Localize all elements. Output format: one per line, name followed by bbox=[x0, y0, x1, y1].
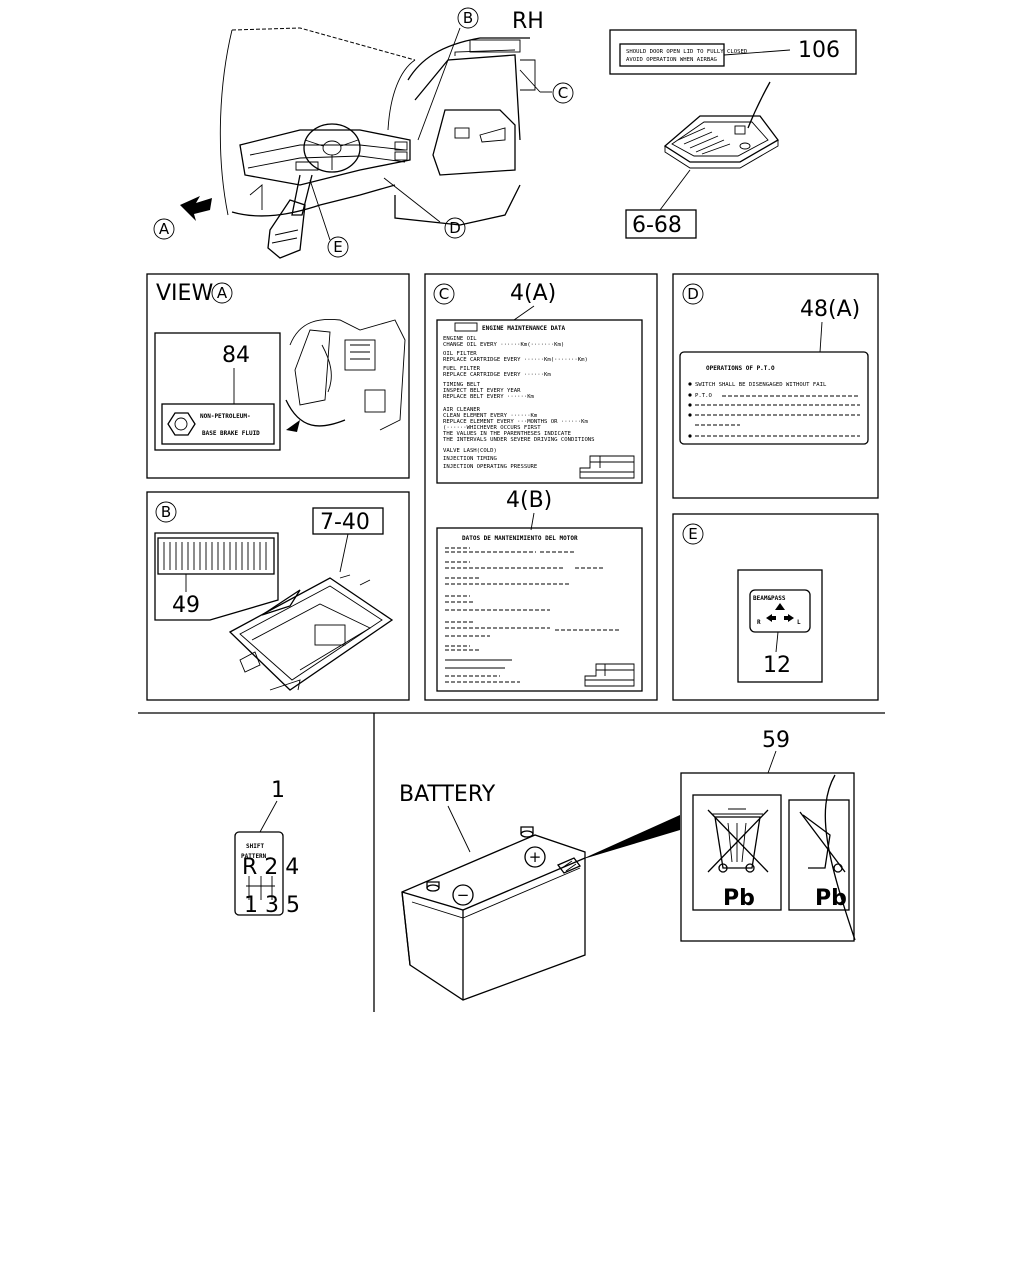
section-dividers bbox=[138, 712, 885, 1012]
label-4b-dashes bbox=[445, 547, 620, 683]
svg-text:R: R bbox=[757, 619, 761, 626]
panel-d: D 48(A) OPERATIONS OF P.T.O SWITCH SHALL… bbox=[672, 273, 879, 499]
panel-e: E BEAM&PASS R L 12 bbox=[672, 513, 879, 701]
svg-text:CLEAN ELEMENT EVERY ······Km: CLEAN ELEMENT EVERY ······Km bbox=[443, 413, 538, 419]
svg-text:ENGINE MAINTENANCE DATA: ENGINE MAINTENANCE DATA bbox=[482, 325, 565, 332]
svg-text:FUEL FILTER: FUEL FILTER bbox=[443, 366, 481, 372]
svg-text:B: B bbox=[463, 9, 473, 27]
svg-text:SWITCH SHALL BE DISENGAGED WIT: SWITCH SHALL BE DISENGAGED WITHOUT FAIL bbox=[695, 382, 827, 388]
svg-text:E: E bbox=[333, 238, 342, 256]
part-7-40-number: 7-40 bbox=[320, 510, 370, 535]
part-12-number: 12 bbox=[763, 653, 791, 678]
svg-text:OPERATIONS OF P.T.O: OPERATIONS OF P.T.O bbox=[706, 365, 775, 372]
battery-label: BATTERY bbox=[399, 782, 496, 807]
svg-text:INSPECT BELT EVERY YEAR: INSPECT BELT EVERY YEAR bbox=[443, 388, 521, 394]
svg-text:AIR CLEANER: AIR CLEANER bbox=[443, 407, 481, 413]
svg-text:1 3 5: 1 3 5 bbox=[244, 893, 300, 918]
svg-text:INJECTION TIMING: INJECTION TIMING bbox=[443, 456, 498, 462]
panel-b: B 49 7-40 bbox=[146, 491, 410, 701]
svg-text:DATOS DE MANTENIMIENTO DEL MOT: DATOS DE MANTENIMIENTO DEL MOTOR bbox=[462, 535, 578, 542]
part-6-68-number: 6-68 bbox=[632, 213, 682, 238]
battery-group: BATTERY − + bbox=[399, 782, 680, 1001]
shift-pattern-group: 1 SHIFT PATTERN R 2 4 1 3 5 bbox=[234, 778, 300, 918]
svg-text:A: A bbox=[217, 284, 228, 302]
svg-text:C: C bbox=[439, 285, 449, 303]
svg-text:TIMING BELT: TIMING BELT bbox=[443, 382, 481, 388]
svg-text:BASE BRAKE FLUID: BASE BRAKE FLUID bbox=[202, 430, 260, 437]
svg-text:REPLACE BELT EVERY ······Km: REPLACE BELT EVERY ······Km bbox=[443, 394, 535, 400]
svg-text:D: D bbox=[449, 219, 461, 237]
svg-text:+: + bbox=[529, 848, 542, 866]
svg-text:REPLACE CARTRIDGE EVERY ······: REPLACE CARTRIDGE EVERY ······Km(·······… bbox=[443, 357, 588, 363]
part-1-number: 1 bbox=[271, 778, 285, 803]
svg-text:SHIFT: SHIFT bbox=[246, 843, 264, 850]
callout-c-top: C bbox=[552, 82, 574, 104]
svg-text:C: C bbox=[558, 84, 568, 102]
svg-text:−: − bbox=[457, 886, 470, 904]
part-106-number: 106 bbox=[798, 38, 840, 63]
callout-b-top: B bbox=[457, 7, 479, 29]
part-106-group: SHOULD DOOR OPEN LID TO FULLY CLOSED AVO… bbox=[609, 29, 857, 239]
cab-interior-drawing bbox=[180, 27, 536, 259]
part-49-number: 49 bbox=[172, 593, 200, 618]
svg-text:NON-PETROLEUM-: NON-PETROLEUM- bbox=[200, 413, 251, 420]
svg-text:L: L bbox=[797, 619, 801, 626]
svg-text:CHANGE OIL EVERY ······Km(····: CHANGE OIL EVERY ······Km(·······Km) bbox=[443, 342, 564, 348]
svg-text:A: A bbox=[159, 220, 170, 238]
part-4a-number: 4(A) bbox=[510, 281, 556, 306]
svg-text:PATTERN: PATTERN bbox=[241, 853, 267, 860]
svg-text:INJECTION OPERATING PRESSURE: INJECTION OPERATING PRESSURE bbox=[443, 464, 538, 470]
top-leader-lines bbox=[309, 27, 552, 241]
part-4b-number: 4(B) bbox=[506, 488, 552, 513]
part-59-group: 59 Pb Pb bbox=[680, 728, 856, 942]
svg-text:SHOULD DOOR OPEN LID TO FULLY: SHOULD DOOR OPEN LID TO FULLY CLOSED bbox=[626, 49, 748, 55]
callout-e-top: E bbox=[327, 236, 349, 258]
svg-text:REPLACE ELEMENT EVERY ···MONTH: REPLACE ELEMENT EVERY ···MONTHS OR ·····… bbox=[443, 419, 588, 425]
svg-text:ENGINE OIL: ENGINE OIL bbox=[443, 336, 477, 342]
svg-text:THE VALUES IN THE PARENTHESES: THE VALUES IN THE PARENTHESES INDICATE bbox=[443, 431, 572, 437]
callout-a-top: A bbox=[153, 218, 175, 240]
svg-text:Pb: Pb bbox=[723, 886, 755, 911]
label-4a-text: ENGINE OIL CHANGE OIL EVERY ······Km(···… bbox=[443, 336, 595, 470]
svg-text:OIL FILTER: OIL FILTER bbox=[443, 351, 477, 357]
view-a-title: VIEW bbox=[156, 281, 213, 306]
part-59-number: 59 bbox=[762, 728, 790, 753]
svg-text:R 2 4: R 2 4 bbox=[242, 855, 299, 880]
part-48a-number: 48(A) bbox=[800, 297, 860, 322]
svg-text:THE INTERVALS UNDER SEVERE DRI: THE INTERVALS UNDER SEVERE DRIVING CONDI… bbox=[443, 437, 595, 443]
svg-text:D: D bbox=[687, 285, 699, 303]
svg-text:B: B bbox=[161, 503, 171, 521]
svg-text:E: E bbox=[688, 525, 697, 543]
panel-view-a: VIEW A 84 NON-PETROLEUM- BASE BRAKE FLUI… bbox=[146, 273, 410, 479]
svg-text:AVOID OPERATION WHEN AIRBAG: AVOID OPERATION WHEN AIRBAG bbox=[626, 57, 718, 63]
callout-d-top: D bbox=[444, 217, 466, 239]
svg-text:BEAM&PASS: BEAM&PASS bbox=[753, 595, 786, 602]
svg-text:REPLACE CARTRIDGE EVERY ······: REPLACE CARTRIDGE EVERY ······Km bbox=[443, 372, 551, 378]
svg-text:VALVE LASH(COLD): VALVE LASH(COLD) bbox=[443, 448, 497, 454]
panel-c: C 4(A) ENGINE MAINTENANCE DATA ENGINE OI… bbox=[424, 273, 658, 701]
svg-text:(······WHICHEVER OCCURS FIRST: (······WHICHEVER OCCURS FIRST bbox=[443, 425, 541, 431]
part-84-number: 84 bbox=[222, 343, 250, 368]
rh-label: RH bbox=[512, 9, 544, 34]
svg-text:P.T.O: P.T.O bbox=[695, 393, 712, 399]
